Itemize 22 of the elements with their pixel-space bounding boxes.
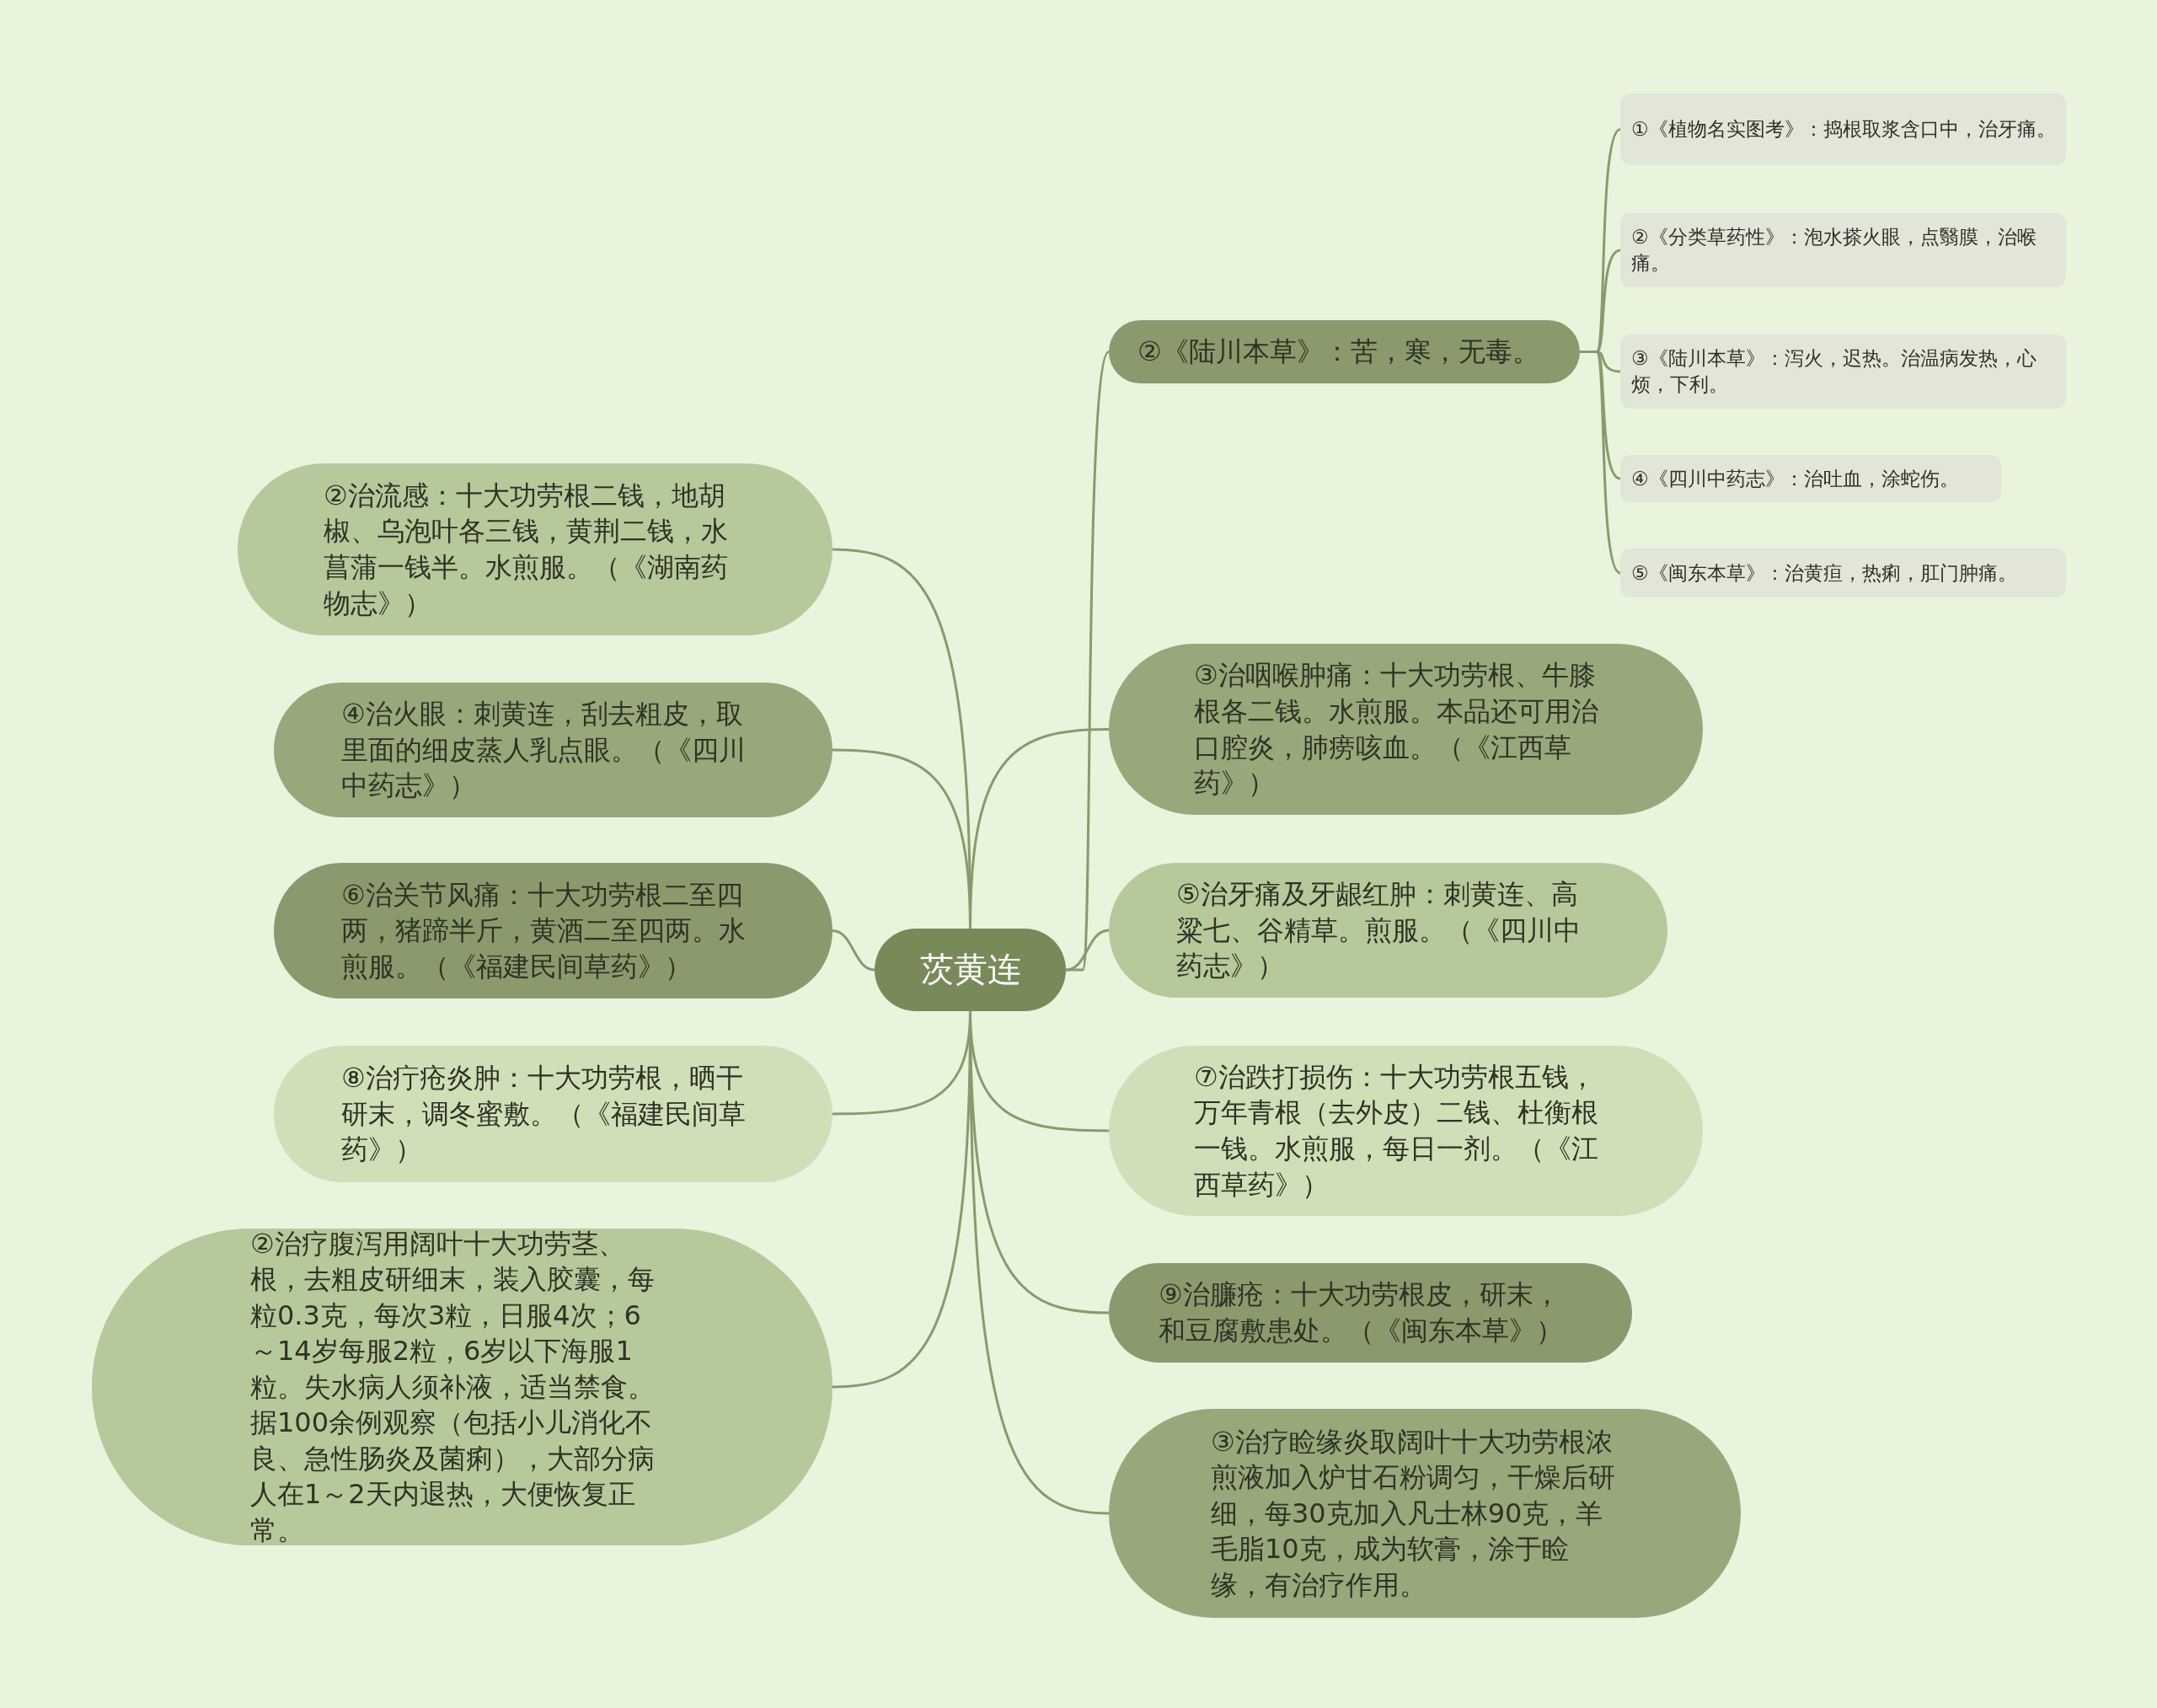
topic-box: ⑥治关节风痛：十大功劳根二至四两，猪蹄半斤，黄酒二至四两。水煎服。（《福建民间草药》） (274, 863, 832, 999)
central-topic: 茨黄连 (875, 929, 1066, 1011)
topic-box: ②治疗腹泻用阔叶十大功劳茎、根，去粗皮研细末，装入胶囊，每粒0.3克，每次3粒，日服4次；6～14岁每服2粒，6岁以下海服1粒。失水病人须补液，适当禁食。据100余例观察（包括小儿消化不良、急性肠炎及菌痢），大部分病人在1～2天内退热，大便恢复正常。 (92, 1229, 832, 1545)
connector-line (832, 748, 971, 929)
note-box: ③《陆川本草》：泻火，迟热。治温病发热，心烦，下利。 (1620, 335, 2066, 409)
topic-box: ⑧治疔疮炎肿：十大功劳根，晒干研末，调冬蜜敷。（《福建民间草药》） (274, 1046, 832, 1182)
topic-box: ⑦治跌打损伤：十大功劳根五钱，万年青根（去外皮）二钱、杜衡根一钱。水煎服，每日一剂。（《江西草药》） (1109, 1046, 1703, 1216)
note-box: ②《分类草药性》：泡水搽火眼，点翳膜，治喉痛。 (1620, 213, 2066, 287)
topic-box: ③治咽喉肿痛：十大功劳根、牛膝根各二钱。水煎服。本品还可用治口腔炎，肺痨咳血。（《江西草药》） (1109, 644, 1703, 815)
topic-box: ⑨治臁疮：十大功劳根皮，研末，和豆腐敷患处。（《闽东本草》） (1109, 1263, 1632, 1363)
connector-line (1066, 351, 1111, 972)
note-box: ①《植物名实图考》：捣根取浆含口中，治牙痛。 (1620, 94, 2066, 165)
connector-line (1580, 351, 1621, 575)
topic-box: ④治火眼：刺黄连，刮去粗皮，取里面的细皮蒸人乳点眼。（《四川中药志》） (274, 683, 832, 817)
connector-line (1065, 929, 1110, 972)
topic-box: ②《陆川本草》：苦，寒，无毒。 (1109, 320, 1580, 383)
connector-line (832, 929, 875, 972)
topic-box: ⑤治牙痛及牙龈红肿：刺黄连、高粱七、谷精草。煎服。（《四川中药志》） (1109, 863, 1667, 998)
topic-box: ③治疗睑缘炎取阔叶十大功劳根浓煎液加入炉甘石粉调匀，干燥后研细，每30克加入凡士林90克，羊毛脂10克，成为软膏，涂于睑缘，有治疗作用。 (1109, 1409, 1741, 1618)
topic-box: ②治流感：十大功劳根二钱，地胡椒、乌泡叶各三钱，黄荆二钱，水菖蒲一钱半。水煎服。（《湖南药物志》） (238, 463, 832, 635)
note-box: ④《四川中药志》：治吐血，涂蛇伤。 (1620, 455, 2001, 502)
note-box: ⑤《闽东本草》：治黄疸，热痢，肛门肿痛。 (1620, 549, 2066, 597)
